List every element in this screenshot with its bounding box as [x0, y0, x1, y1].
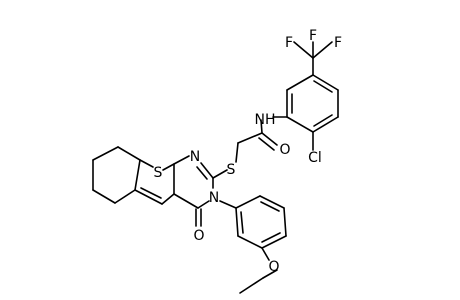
bond-br5: [237, 235, 263, 249]
amine-nh-label: NH: [255, 112, 276, 128]
bond-ch2-ch3: [239, 277, 264, 294]
bond-carbonyl-ch2: [237, 132, 263, 144]
bond-ar-inner2: [313, 114, 333, 127]
bond-br3: [283, 207, 287, 237]
bond-c4-n3: [197, 200, 210, 209]
bond-br-inner3: [240, 211, 244, 234]
bond-ar3: [286, 116, 314, 133]
bond-o-ch2: [262, 269, 278, 279]
bond-s-c2: [212, 169, 228, 179]
bond-c2-n1-inner: [196, 166, 208, 180]
bond-br6: [235, 207, 239, 237]
bond-br-inner1: [260, 201, 280, 212]
bond-n1-c8a: [173, 155, 190, 165]
bond-c2-n1: [200, 162, 214, 179]
bond-c7a-c3a: [134, 159, 141, 191]
bond-ar4: [312, 116, 339, 133]
bond-cy1: [117, 146, 141, 161]
bond-ar1: [286, 74, 314, 91]
bond-br4: [261, 235, 287, 249]
bond-cf-right: [312, 41, 333, 59]
bond-br2: [259, 195, 285, 209]
bond-co-b: [258, 137, 275, 151]
chlorine-label: Cl: [308, 150, 322, 166]
amide-oxygen-label: O: [279, 142, 290, 158]
bond-cy2: [92, 146, 119, 161]
fluorine-label-left: F: [285, 35, 293, 51]
bond-thio-fuse: [161, 193, 175, 205]
fluorine-label-top: F: [309, 28, 317, 44]
bond-ar6: [312, 74, 339, 91]
bond-nh-carbonyl: [260, 119, 263, 134]
bond-br1: [235, 195, 261, 209]
bond-n3-aryl: [219, 200, 237, 209]
bond-aryl-o: [261, 247, 270, 261]
bond-br-inner2: [261, 232, 281, 243]
bond-ar-inner3: [313, 80, 333, 93]
keto-oxygen-label: O: [193, 228, 204, 244]
ring-nitrogen-label: N: [190, 149, 200, 165]
bond-cy4: [92, 189, 116, 204]
bond-c4a-c4: [173, 193, 199, 209]
fluorine-label-right: F: [334, 35, 342, 51]
bond-co-a: [261, 132, 278, 146]
bond-cy5: [114, 189, 136, 204]
bond-cf-left: [293, 41, 314, 59]
bond-lines: [92, 41, 339, 294]
bond-c8a-s: [162, 163, 175, 171]
atom-labels: F F F NH Cl O S S N N O O: [154, 28, 342, 275]
bond-s-c7a: [139, 159, 154, 168]
bond-c3a-c4a: [134, 189, 163, 205]
bond-ch2-s: [235, 142, 239, 163]
thioether-sulfur-label: S: [227, 162, 236, 178]
bond-c3a-c4a-inner: [140, 187, 162, 199]
ether-oxygen-label: O: [268, 259, 279, 275]
thiophene-sulfur-label: S: [154, 165, 163, 181]
substituted-nitrogen-label: N: [209, 190, 219, 206]
